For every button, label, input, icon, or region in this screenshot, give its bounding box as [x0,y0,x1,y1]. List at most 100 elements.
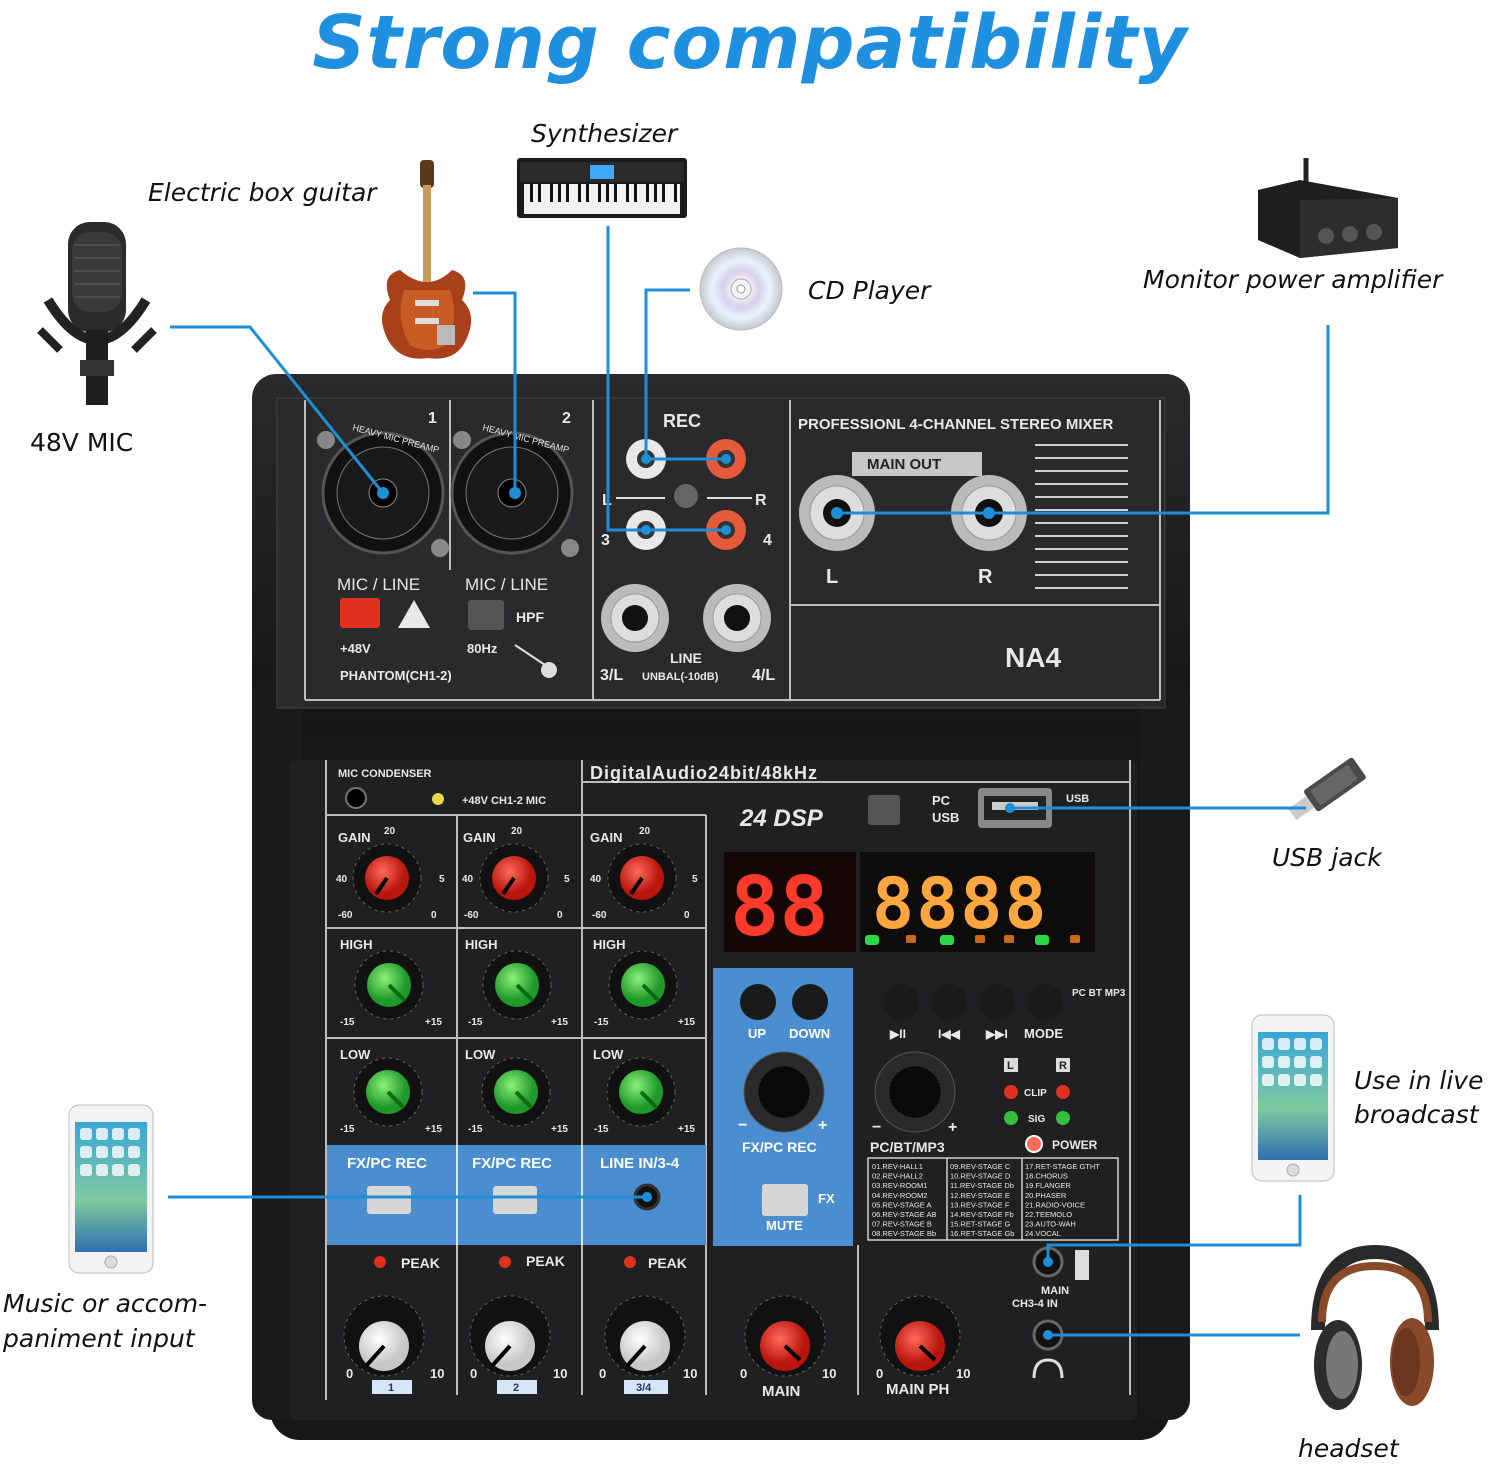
headset-image [1311,1244,1439,1410]
gain-label-2: GAIN [463,830,496,845]
gain5-label-1: 5 [439,874,445,885]
condenser-jack[interactable] [345,787,367,809]
main-ph-label: MAIN PH [886,1381,949,1398]
gain-label-1: GAIN [338,830,371,845]
level-knob-2[interactable] [469,1295,551,1377]
main-select-switch[interactable] [1075,1250,1089,1280]
rec-label: REC [663,411,701,431]
line-jack-4[interactable] [703,584,771,652]
synthesizer-image [517,158,687,218]
effect-item: 14.REV-STAGE Fb [950,1210,1014,1219]
fxpc-rec-button-1[interactable] [367,1186,411,1214]
high-knob-1[interactable] [354,950,424,1020]
usb-port-label: USB [1066,793,1089,805]
led-orange-dots [906,935,1080,943]
up-button[interactable] [740,984,776,1020]
led-display-red [724,852,856,952]
line-jack-3[interactable] [601,584,669,652]
fxpc-rec-button-2[interactable] [493,1186,537,1214]
prev-button[interactable] [931,984,967,1020]
mute-button[interactable] [762,1184,808,1216]
effect-item: 01.REV-HALL1 [872,1162,923,1171]
high-label-2: HIGH [465,937,498,952]
usb-label: USB jack [1272,843,1382,872]
peak-label-2: PEAK [526,1253,565,1269]
low-max-3: +15 [678,1124,695,1135]
gain-knob-3[interactable] [607,843,677,913]
lvl-ten-2: 10 [553,1366,567,1381]
main-label: MAIN [762,1383,800,1400]
low-knob-1[interactable] [353,1057,423,1127]
effect-item: 20.PHASER [1025,1191,1067,1200]
main-ph-knob[interactable] [879,1295,961,1377]
low-max-2: +15 [551,1124,568,1135]
headphone-icon [1032,1358,1064,1379]
n3-label: 3 [601,532,610,549]
l4-label: 4/L [752,667,775,684]
effect-item: 19.FLANGER [1025,1181,1071,1190]
effect-item: 21.RADIO-VOICE [1025,1200,1085,1209]
high-knob-2[interactable] [482,950,552,1020]
mode-label: MODE [1024,1026,1063,1041]
clip-label: CLIP [1024,1088,1047,1099]
effect-item: 22.TEEMOLO [1025,1210,1072,1219]
high-knob-3[interactable] [608,950,678,1020]
right-label-rca: R [755,492,767,509]
usb-switch-label: USB [932,810,959,825]
fx-minus: − [738,1117,747,1134]
guitar-image [381,160,472,359]
peak-led-1 [374,1256,386,1268]
play-pause-button[interactable] [883,984,919,1020]
effect-item: 04.REV-ROOM2 [872,1191,927,1200]
main-out-l-label: L [826,566,838,588]
fx-pc-rec-label: FX/PC REC [742,1139,817,1155]
meter-l-label: L [1007,1060,1014,1072]
hz80-label: 80Hz [467,641,498,656]
usb-stick-image [1288,757,1366,821]
gain40-label-1: 40 [336,874,348,885]
gain0-label-2: 0 [557,910,563,921]
mode-button[interactable] [1027,984,1063,1020]
pc-usb-switch[interactable] [868,795,900,825]
hpf-label: HPF [516,609,544,625]
warning-icon [398,600,430,628]
low-label-2: LOW [465,1047,496,1062]
mainph-ten: 10 [956,1366,970,1381]
fx-encoder-knob[interactable] [743,1051,825,1133]
main-ten: 10 [822,1366,836,1381]
gain20-label-2: 20 [511,826,523,837]
low-knob-2[interactable] [481,1057,551,1127]
line-label: LINE [670,650,702,666]
model-label: NA4 [1005,642,1061,673]
mute-label: MUTE [766,1218,803,1233]
bt-volume-knob[interactable] [874,1051,956,1133]
gain-knob-2[interactable] [479,843,549,913]
mainph-zero: 0 [876,1366,883,1381]
guitar-small-icon [514,644,557,678]
phone-left-image [68,1104,154,1274]
gain-knob-1[interactable] [352,843,422,913]
main-knob[interactable] [744,1295,826,1377]
pcbtmp3-side-label: PC BT MP3 [1072,988,1126,999]
level-knob-1[interactable] [343,1295,425,1377]
level-knob-34[interactable] [604,1295,686,1377]
fxpc-label-1: FX/PC REC [347,1155,427,1172]
up-label: UP [748,1026,766,1041]
prev-icon: I◀◀ [938,1027,961,1041]
next-button[interactable] [979,984,1015,1020]
sig-label: SIG [1028,1114,1045,1125]
lower-panel-lines [325,760,1131,1400]
top-panel-lines [304,400,1161,701]
phantom-button[interactable] [340,598,380,628]
low-min-1: -15 [340,1124,355,1135]
down-button[interactable] [792,984,828,1020]
low-label-1: LOW [340,1047,371,1062]
high-max-3: +15 [678,1017,695,1028]
peak-label-3: PEAK [648,1255,687,1271]
mic-line-label-2: MIC / LINE [465,575,548,594]
effect-item: 24.VOCAL [1025,1229,1061,1238]
hpf-button[interactable] [468,600,504,630]
low-knob-3[interactable] [606,1057,676,1127]
effect-item: 17.RET-STAGE GTHT [1025,1162,1100,1171]
synth-label: Synthesizer [531,119,678,148]
